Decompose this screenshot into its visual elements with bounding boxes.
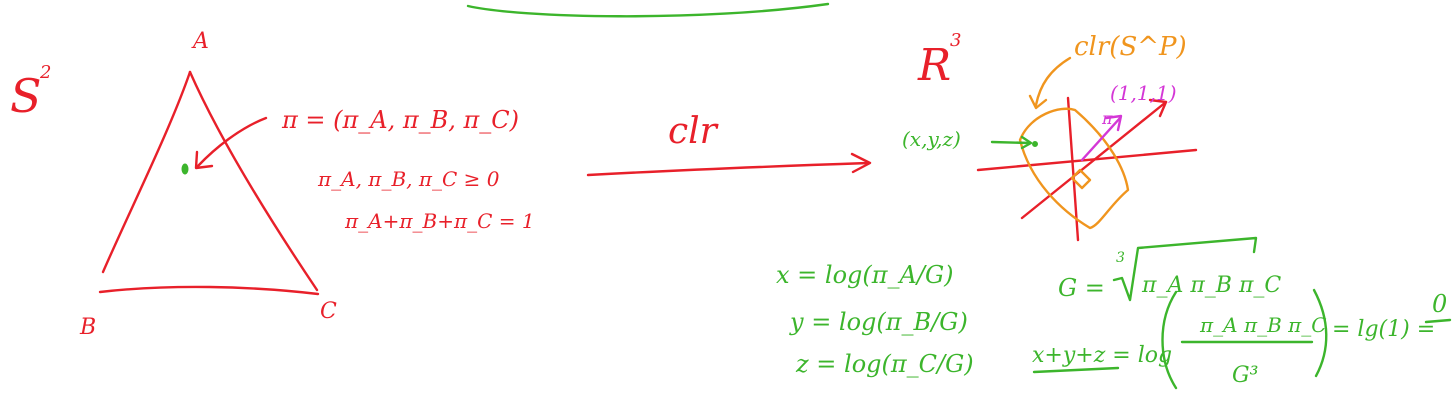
r3-label: R 3	[917, 30, 961, 91]
g-radicand: π_A π_B π_C	[1141, 273, 1281, 298]
right-paren	[1312, 288, 1328, 378]
simplex-label: S 2	[10, 62, 51, 123]
vertex-a-label: A	[191, 29, 209, 54]
clr-image-plane	[1018, 107, 1130, 230]
axis-vertical	[1066, 96, 1080, 242]
simplex-triangle	[98, 70, 320, 296]
nonnegativity-constraint: π_A, π_B, π_C ≥ 0	[317, 167, 500, 191]
fraction-numerator: π_A π_B π_C	[1199, 313, 1327, 337]
pointer-arrow	[196, 116, 268, 168]
sum-to-one-constraint: π_A+π_B+π_C = 1	[344, 209, 535, 233]
sum-formula: x+y+z = log π_A π_B π_C G³ = lg(1) = 0	[1032, 288, 1452, 390]
point-in-r3	[1032, 141, 1038, 147]
simplex-exponent: 2	[39, 62, 51, 83]
fraction-denominator: G³	[1232, 363, 1258, 388]
radical-sign	[1112, 236, 1258, 302]
clr-image-label: clr(S^P)	[1074, 32, 1187, 62]
point-coordinates-label: (x,y,z)	[902, 127, 961, 151]
formula-x: x = log(π_A/G)	[776, 261, 953, 289]
axis-diagonal	[1020, 100, 1168, 220]
left-paren	[1161, 290, 1178, 390]
r3-symbol: R	[917, 40, 951, 91]
g-root-index: 3	[1116, 250, 1125, 266]
pi-vector	[1080, 116, 1122, 162]
right-angle-mark	[1070, 168, 1092, 190]
simplex-symbol: S	[10, 69, 42, 123]
pi-vector-label: π	[1101, 109, 1113, 128]
pi-definition: π = (π_A, π_B, π_C)	[281, 106, 519, 134]
composition-point	[181, 163, 189, 175]
formula-z: z = log(π_C/G)	[795, 350, 974, 378]
vertex-c-label: C	[320, 299, 337, 324]
sum-rhs: = lg(1) =	[1332, 317, 1435, 342]
axis-horizontal	[976, 148, 1198, 172]
map-arrow	[586, 161, 870, 177]
vertex-b-label: B	[79, 315, 96, 340]
clr-map-label: clr	[668, 111, 719, 152]
ones-vector-label: (1,1,1)	[1110, 81, 1177, 105]
r3-exponent: 3	[950, 30, 961, 51]
top-partial-stroke	[466, 2, 830, 18]
g-lhs: G =	[1058, 274, 1105, 302]
sum-result-zero: 0	[1432, 290, 1447, 318]
zero-underline	[1424, 318, 1452, 324]
geometric-mean-formula: G = 3 π_A π_B π_C	[1058, 236, 1281, 302]
sum-lhs: x+y+z = log	[1032, 343, 1172, 368]
clr-image-pointer	[1034, 56, 1072, 107]
formula-y: y = log(π_B/G)	[789, 308, 968, 336]
